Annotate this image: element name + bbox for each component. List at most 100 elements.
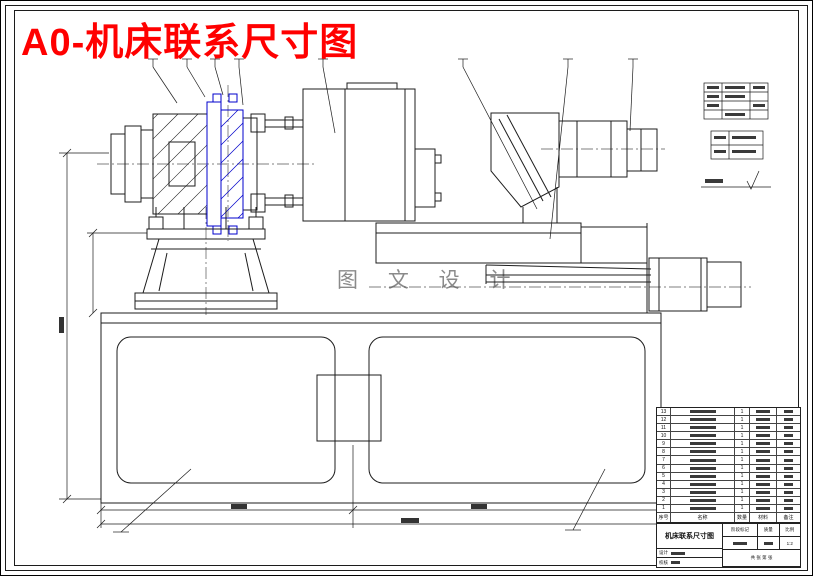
part-material bbox=[749, 496, 776, 504]
headstock-box bbox=[302, 82, 442, 222]
parts-list-row: 7 1 bbox=[657, 456, 800, 465]
stage-label: 阶段标记 bbox=[731, 527, 749, 532]
mass-value bbox=[757, 537, 779, 549]
title-block-value-row: 1:2 bbox=[723, 537, 800, 550]
parts-list-row: 1 1 bbox=[657, 504, 800, 514]
col-header-name: 名称 bbox=[670, 513, 734, 522]
part-name bbox=[670, 504, 734, 513]
machine-bed bbox=[100, 312, 662, 504]
stage-value bbox=[723, 537, 757, 549]
parts-list-row: 13 1 bbox=[657, 408, 800, 417]
part-qty: 1 bbox=[734, 448, 749, 456]
part-material bbox=[749, 472, 776, 480]
parts-list-row: 9 1 bbox=[657, 440, 800, 449]
title-block-left: 机床联系尺寸图 设计 校核 bbox=[657, 524, 723, 567]
part-number: 1 bbox=[662, 505, 665, 512]
part-name bbox=[670, 464, 734, 472]
part-note bbox=[776, 432, 800, 440]
sheet-info: 共 张 第 张 bbox=[723, 550, 800, 567]
check-row: 校核 bbox=[657, 558, 722, 567]
part-number: 8 bbox=[662, 448, 665, 455]
part-qty: 1 bbox=[734, 496, 749, 504]
leader-lines bbox=[113, 58, 638, 533]
roughness-mark bbox=[701, 170, 771, 190]
part-note bbox=[776, 424, 800, 432]
part-name bbox=[670, 472, 734, 480]
mass-label: 质量 bbox=[757, 524, 779, 536]
part-note bbox=[776, 480, 800, 488]
dimension-lines bbox=[59, 148, 666, 529]
part-name bbox=[670, 432, 734, 440]
col-header-note: 备注 bbox=[776, 513, 800, 522]
part-note bbox=[776, 472, 800, 480]
part-note bbox=[776, 408, 800, 416]
parts-list-row: 3 1 bbox=[657, 488, 800, 497]
parts-list-row: 8 1 bbox=[657, 448, 800, 457]
part-qty: 1 bbox=[734, 416, 749, 424]
part-material bbox=[749, 440, 776, 448]
part-name bbox=[670, 448, 734, 456]
parts-list-row: 10 1 bbox=[657, 432, 800, 441]
part-note bbox=[776, 456, 800, 464]
part-qty: 1 bbox=[734, 456, 749, 464]
parts-list-rows: 13 1 12 1 11 1 10 1 9 1 bbox=[657, 408, 800, 514]
part-name bbox=[670, 424, 734, 432]
col-header-material: 材料 bbox=[749, 513, 776, 522]
drawing-title: A0-机床联系尺寸图 bbox=[21, 22, 359, 64]
parts-list-row: 6 1 bbox=[657, 464, 800, 473]
part-note bbox=[776, 488, 800, 496]
part-name bbox=[670, 488, 734, 496]
part-note bbox=[776, 416, 800, 424]
part-name bbox=[670, 456, 734, 464]
part-name bbox=[670, 480, 734, 488]
revision-table bbox=[703, 82, 769, 120]
part-material bbox=[749, 480, 776, 488]
part-number: 9 bbox=[662, 440, 665, 447]
part-qty: 1 bbox=[734, 480, 749, 488]
part-note bbox=[776, 440, 800, 448]
highlighted-flange bbox=[206, 93, 244, 235]
parts-list-row: 2 1 bbox=[657, 496, 800, 505]
part-qty: 1 bbox=[734, 408, 749, 416]
part-note bbox=[776, 504, 800, 513]
part-material bbox=[749, 424, 776, 432]
design-label: 设计 bbox=[659, 550, 668, 555]
title-block-header-row: 阶段标记 质量 比例 bbox=[723, 524, 800, 537]
title-block: 机床联系尺寸图 设计 校核 阶段标记 质量 比例 1:2 共 张 第 张 bbox=[656, 523, 801, 568]
parts-list-row: 11 1 bbox=[657, 424, 800, 433]
col-header-qty: 数量 bbox=[734, 513, 749, 522]
part-number: 11 bbox=[660, 424, 667, 431]
parts-list-row: 12 1 bbox=[657, 416, 800, 425]
part-name bbox=[670, 440, 734, 448]
part-material bbox=[749, 488, 776, 496]
part-note bbox=[776, 464, 800, 472]
part-number: 5 bbox=[662, 473, 665, 480]
part-qty: 1 bbox=[734, 464, 749, 472]
part-material bbox=[749, 464, 776, 472]
part-qty: 1 bbox=[734, 504, 749, 513]
part-number: 10 bbox=[660, 432, 667, 439]
part-number: 2 bbox=[662, 497, 665, 504]
check-label: 校核 bbox=[659, 559, 668, 565]
part-material bbox=[749, 448, 776, 456]
part-number: 7 bbox=[662, 457, 665, 463]
part-material bbox=[749, 504, 776, 513]
note-table bbox=[710, 130, 764, 160]
part-qty: 1 bbox=[734, 424, 749, 432]
part-qty: 1 bbox=[734, 472, 749, 480]
spindle-assembly bbox=[110, 113, 303, 215]
part-material bbox=[749, 408, 776, 416]
pedestal-stand bbox=[134, 207, 278, 310]
parts-list-row: 5 1 bbox=[657, 472, 800, 481]
scale-value: 1:2 bbox=[778, 537, 801, 549]
part-number: 12 bbox=[660, 416, 667, 423]
part-number: 6 bbox=[662, 465, 665, 472]
col-header-no: 序号 bbox=[658, 515, 669, 521]
part-name bbox=[670, 416, 734, 424]
part-material bbox=[749, 432, 776, 440]
part-qty: 1 bbox=[734, 488, 749, 496]
part-name bbox=[670, 496, 734, 504]
part-material bbox=[749, 456, 776, 464]
part-number: 13 bbox=[660, 408, 667, 415]
tailstock-assembly bbox=[490, 112, 658, 223]
